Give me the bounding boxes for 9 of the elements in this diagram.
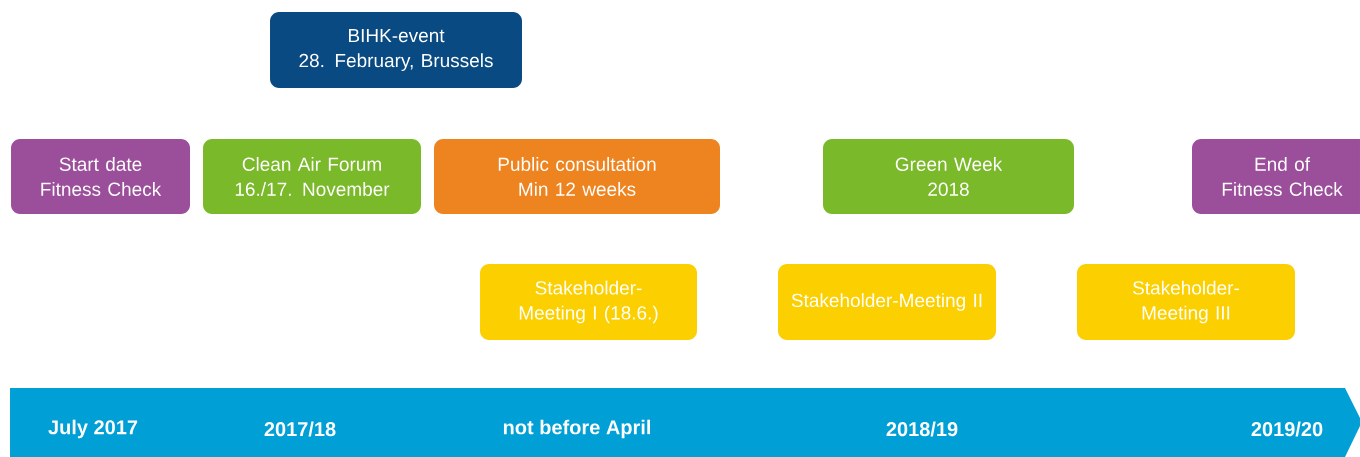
- event-box: Clean Air Forum 16./17. November: [203, 139, 421, 214]
- consultation-box: Public consultation Min 12 weeks: [434, 139, 720, 214]
- event-box: Green Week 2018: [823, 139, 1074, 214]
- meeting-box: Stakeholder-Meeting II: [778, 264, 996, 340]
- meeting-box: Stakeholder-Meeting I (18.6.): [480, 264, 697, 340]
- event-box: BIHK-event 28. February, Brussels: [270, 12, 522, 88]
- meeting-box: Stakeholder-Meeting III: [1077, 264, 1295, 340]
- milestone-box: End of Fitness Check: [1192, 139, 1360, 214]
- milestone-box: Start date Fitness Check: [11, 139, 190, 214]
